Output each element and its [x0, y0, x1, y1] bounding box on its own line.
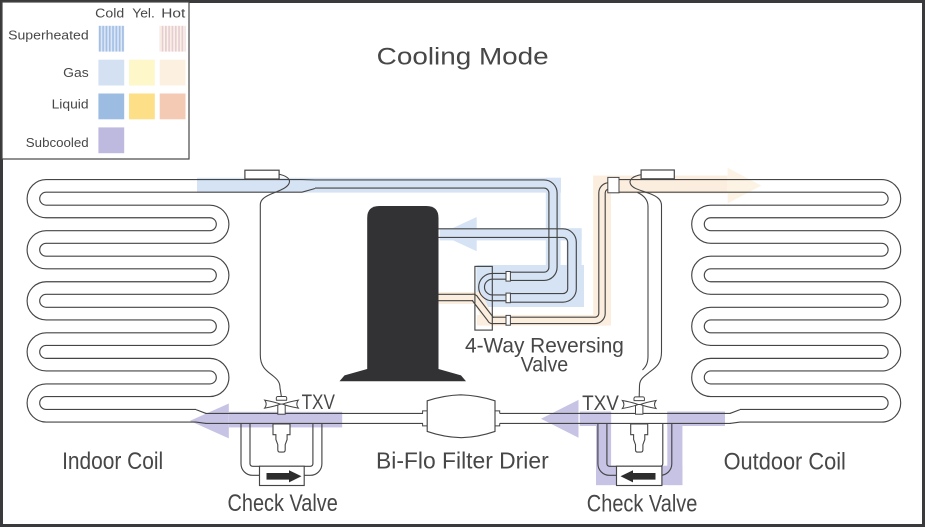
svg-text:Hot: Hot [161, 6, 185, 21]
svg-text:Gas: Gas [63, 65, 89, 80]
svg-text:Superheated: Superheated [8, 27, 89, 42]
svg-text:TXV: TXV [582, 391, 619, 415]
svg-text:Valve: Valve [521, 353, 569, 376]
svg-text:Cooling Mode: Cooling Mode [377, 44, 549, 71]
svg-text:Liquid: Liquid [52, 96, 89, 111]
svg-text:Yel.: Yel. [132, 6, 155, 21]
svg-text:4-Way Reversing: 4-Way Reversing [465, 335, 624, 358]
svg-text:Bi-Flo Filter Drier: Bi-Flo Filter Drier [376, 447, 549, 473]
svg-text:TXV: TXV [302, 390, 336, 414]
svg-text:Indoor Coil: Indoor Coil [62, 448, 163, 475]
svg-text:Check Valve: Check Valve [587, 491, 698, 518]
svg-text:Cold: Cold [95, 6, 124, 21]
svg-text:Subcooled: Subcooled [26, 135, 89, 150]
svg-text:Outdoor Coil: Outdoor Coil [724, 448, 846, 475]
svg-text:Check Valve: Check Valve [228, 490, 338, 517]
